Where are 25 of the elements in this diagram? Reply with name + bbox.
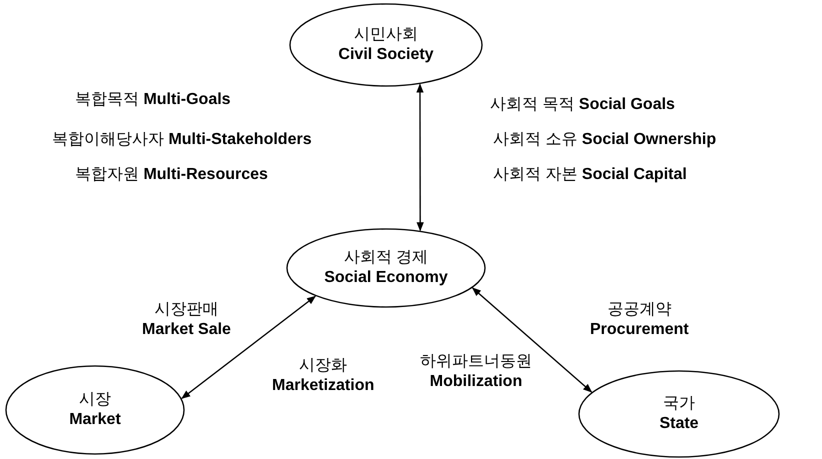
node-label-korean: 사회적 경제 <box>344 248 428 268</box>
ellipse-node <box>289 3 483 87</box>
annotation-text: 시장화 Marketization <box>272 356 374 396</box>
ellipse-node <box>5 365 185 455</box>
node-label-korean: 시장 <box>79 390 111 410</box>
node-label-korean: 국가 <box>663 394 695 414</box>
annotation-text: 복합이해당사자 Multi-Stakeholders <box>52 130 312 150</box>
ellipse-node <box>286 228 486 308</box>
annotation-text: 사회적 자본 Social Capital <box>493 165 687 185</box>
annotation-text: 사회적 소유 Social Ownership <box>493 130 716 150</box>
annotation-text: 사회적 목적 Social Goals <box>490 95 675 115</box>
double-arrow <box>472 287 592 393</box>
ellipse-node <box>578 370 780 458</box>
annotation-text: 하위파트너동원 Mobilization <box>420 352 532 392</box>
double-arrow <box>181 296 316 399</box>
node-label-korean: 시민사회 <box>354 25 418 45</box>
node-label-english: Civil Society <box>338 45 434 65</box>
annotation-text: 복합목적 Multi-Goals <box>75 90 231 110</box>
annotation-text: 공공계약 Procurement <box>590 300 689 340</box>
node-label-english: Social Economy <box>324 268 448 288</box>
node-label-english: State <box>659 414 699 434</box>
node-label-english: Market <box>69 410 121 430</box>
annotation-text: 복합자원 Multi-Resources <box>75 165 268 185</box>
double-arrow <box>416 83 424 232</box>
annotation-text: 시장판매 Market Sale <box>142 300 231 340</box>
